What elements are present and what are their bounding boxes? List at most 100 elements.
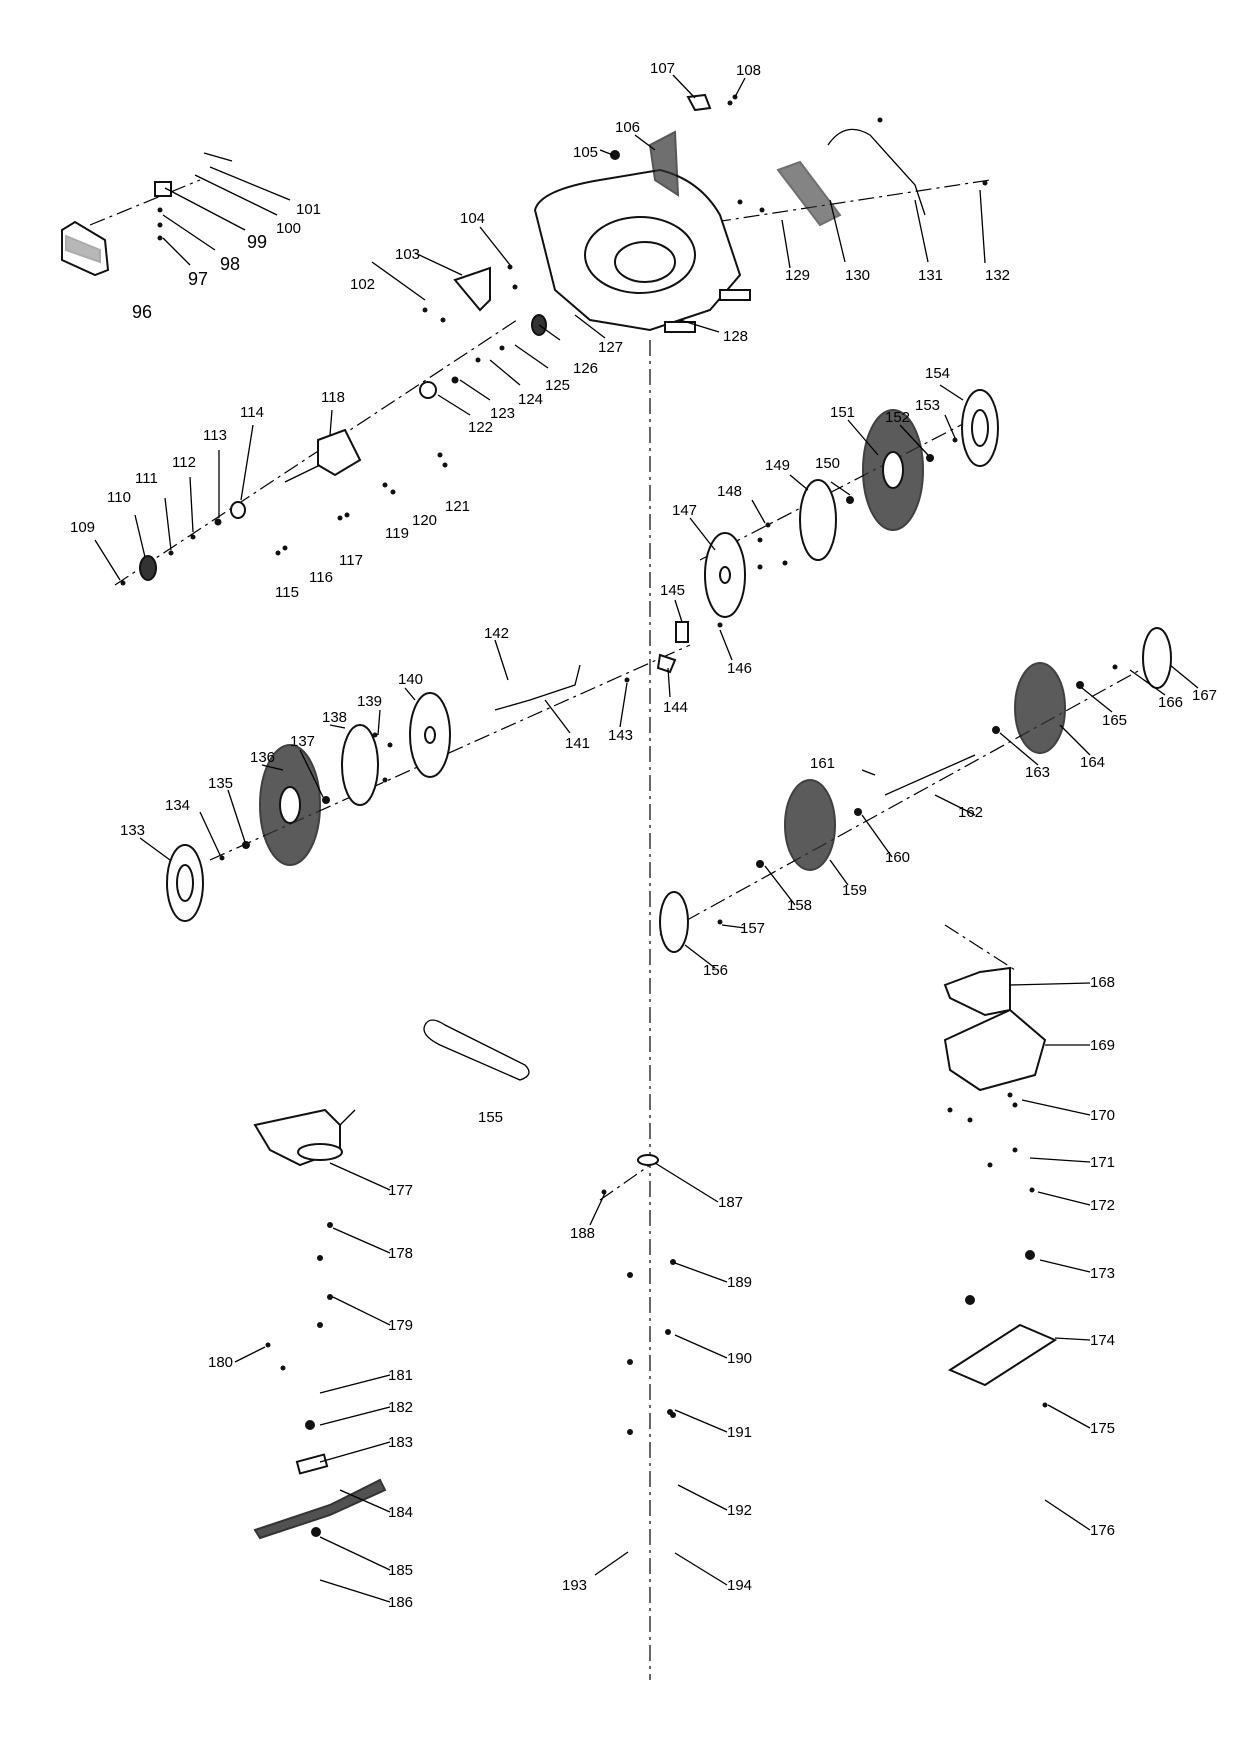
bushing-part-right xyxy=(419,381,437,399)
part-label-141: 141 xyxy=(565,735,590,752)
knob-part xyxy=(675,621,689,643)
part-label-181: 181 xyxy=(388,1367,413,1384)
part-label-176: 176 xyxy=(1090,1522,1115,1539)
part-label-173: 173 xyxy=(1090,1265,1115,1282)
ring-gear-part-left xyxy=(341,724,379,806)
part-label-152: 152 xyxy=(885,409,910,426)
part-label-113: 113 xyxy=(203,427,227,444)
part-label-182: 182 xyxy=(388,1399,413,1416)
plate-part xyxy=(648,130,680,197)
hubcap-part-front-left xyxy=(659,891,689,953)
leader-lines xyxy=(94,74,1199,1603)
part-label-145: 145 xyxy=(660,582,685,599)
part-label-96: 96 xyxy=(132,302,152,322)
guide-part xyxy=(943,966,1011,1017)
axle-bracket-part xyxy=(494,664,581,711)
part-label-112: 112 xyxy=(172,454,196,471)
part-label-148: 148 xyxy=(717,483,742,500)
part-label-107: 107 xyxy=(650,60,675,77)
part-label-101: 101 xyxy=(296,201,321,218)
hubcap-part-rear-left xyxy=(166,844,204,922)
part-label-150: 150 xyxy=(815,455,840,472)
part-label-136: 136 xyxy=(250,749,275,766)
part-label-129: 129 xyxy=(785,267,810,284)
handle-grip-part xyxy=(776,160,842,227)
part-label-191: 191 xyxy=(727,1424,752,1441)
part-label-120: 120 xyxy=(412,512,437,529)
part-label-121: 121 xyxy=(445,498,470,515)
hardware-markers xyxy=(120,94,1118,1537)
part-label-156: 156 xyxy=(703,962,728,979)
part-label-178: 178 xyxy=(388,1245,413,1262)
part-label-117: 117 xyxy=(339,552,363,569)
part-label-161: 161 xyxy=(810,755,835,772)
part-label-114: 114 xyxy=(240,404,264,421)
part-label-116: 116 xyxy=(309,569,333,586)
part-label-146: 146 xyxy=(727,660,752,677)
part-label-127: 127 xyxy=(598,339,623,356)
part-label-189: 189 xyxy=(727,1274,752,1291)
part-label-155: 155 xyxy=(478,1109,503,1126)
part-label-167: 167 xyxy=(1192,687,1217,704)
deck-cover-part xyxy=(453,266,491,312)
part-label-118: 118 xyxy=(321,389,345,406)
part-label-128: 128 xyxy=(723,328,748,345)
part-label-162: 162 xyxy=(958,804,983,821)
part-label-157: 157 xyxy=(740,920,765,937)
part-label-186: 186 xyxy=(388,1594,413,1611)
part-label-194: 194 xyxy=(727,1577,752,1594)
part-label-130: 130 xyxy=(845,267,870,284)
blade-housing-part xyxy=(253,1108,356,1167)
part-label-99: 99 xyxy=(247,232,267,252)
clip-part xyxy=(686,93,712,112)
front-wheel-part-left xyxy=(784,779,836,871)
bag-frame-part xyxy=(943,1008,1047,1092)
part-label-153: 153 xyxy=(915,397,940,414)
part-label-180: 180 xyxy=(208,1354,233,1371)
wheel-rim-part-left xyxy=(409,692,451,778)
bushing-part-left xyxy=(230,501,246,519)
ring-gear-part-right xyxy=(799,479,837,561)
part-label-149: 149 xyxy=(765,457,790,474)
drive-belt-part xyxy=(423,1019,530,1081)
upper-handle-part xyxy=(827,128,926,216)
part-label-169: 169 xyxy=(1090,1037,1115,1054)
part-label-160: 160 xyxy=(885,849,910,866)
part-label-183: 183 xyxy=(388,1434,413,1451)
part-label-102: 102 xyxy=(350,276,375,293)
part-label-110: 110 xyxy=(107,489,131,506)
part-label-122: 122 xyxy=(468,419,493,436)
part-label-135: 135 xyxy=(208,775,233,792)
part-label-131: 131 xyxy=(918,267,943,284)
part-label-133: 133 xyxy=(120,822,145,839)
part-label-123: 123 xyxy=(490,405,515,422)
base-plate-part xyxy=(947,1323,1058,1387)
part-label-138: 138 xyxy=(322,709,347,726)
part-label-187: 187 xyxy=(718,1194,743,1211)
part-label-115: 115 xyxy=(275,584,299,601)
part-label-137: 137 xyxy=(290,733,315,750)
part-label-165: 165 xyxy=(1102,712,1127,729)
wheel-rim-part-right xyxy=(704,532,746,618)
part-label-171: 171 xyxy=(1090,1154,1115,1171)
part-label-166: 166 xyxy=(1158,694,1183,711)
part-label-164: 164 xyxy=(1080,754,1105,771)
part-label-190: 190 xyxy=(727,1350,752,1367)
hubcap-part-rear-right xyxy=(961,389,999,467)
part-label-151: 151 xyxy=(830,404,855,421)
part-label-179: 179 xyxy=(388,1317,413,1334)
height-lever-part xyxy=(656,653,677,674)
part-label-154: 154 xyxy=(925,365,950,382)
part-label-158: 158 xyxy=(787,897,812,914)
gear-part-left xyxy=(139,555,157,581)
part-label-111: 111 xyxy=(135,470,158,487)
part-label-98: 98 xyxy=(220,254,240,274)
part-label-174: 174 xyxy=(1090,1332,1115,1349)
part-label-103: 103 xyxy=(395,246,420,263)
part-label-139: 139 xyxy=(357,693,382,710)
part-label-106: 106 xyxy=(615,119,640,136)
part-label-134: 134 xyxy=(165,797,190,814)
part-label-172: 172 xyxy=(1090,1197,1115,1214)
gearbox-part xyxy=(284,428,362,483)
